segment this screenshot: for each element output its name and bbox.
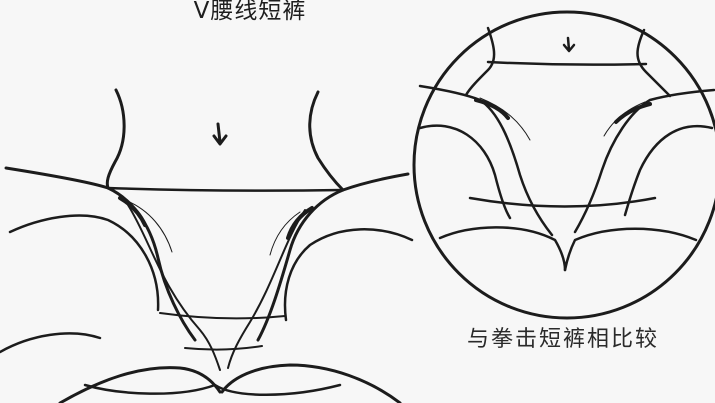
inset-caption: 与拳击短裤相比较	[466, 327, 659, 352]
inset-torso-right	[636, 28, 672, 98]
left-leg-line	[0, 332, 102, 354]
right-crease-fine	[269, 211, 301, 256]
right-crease	[286, 206, 314, 240]
inset-right-leg-lower	[563, 227, 698, 272]
inset-waistband	[486, 60, 648, 66]
inset-circle	[412, 10, 715, 320]
inset-right-crease-fine	[603, 101, 646, 137]
main-figure	[0, 88, 414, 403]
inset-left-hip	[418, 84, 554, 237]
left-legline	[127, 204, 221, 371]
inset-left-thigh	[418, 124, 512, 220]
right-hip-outline	[256, 172, 410, 342]
torso-left-outline	[105, 88, 126, 190]
inset-torso-left	[464, 26, 496, 97]
inset-right-crease	[614, 102, 652, 124]
crotch-seam-upper	[159, 312, 286, 320]
left-thigh-outline	[8, 214, 160, 312]
inset-hem-line	[468, 196, 657, 208]
right-thigh-lower	[220, 363, 402, 403]
inset-navel	[562, 36, 576, 53]
left-crease-fine	[124, 199, 173, 253]
inset-left-leg-lower	[438, 226, 567, 272]
crotch-seam-lower	[184, 345, 263, 351]
inset-figure	[412, 10, 715, 320]
torso-right-outline	[308, 90, 345, 192]
figure-title: V腰线短裤	[193, 0, 307, 24]
right-legline	[227, 209, 306, 369]
left-crease	[118, 196, 147, 227]
inset-left-crease-fine	[479, 97, 531, 141]
navel-mark	[212, 122, 228, 146]
bottom-curve	[83, 383, 342, 396]
right-thigh-outline	[283, 228, 414, 322]
waistband-line	[106, 186, 345, 192]
inset-left-crease	[474, 98, 510, 120]
inset-right-hip	[573, 88, 715, 234]
